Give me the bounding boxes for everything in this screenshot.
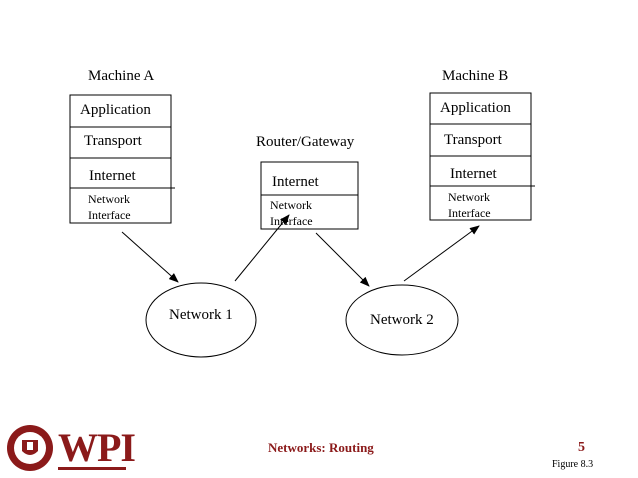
machine-b-ni-line1: Network [448, 190, 490, 204]
figure-label: Figure 8.3 [552, 459, 594, 470]
machine-b-internet-label: Internet [450, 166, 497, 182]
arrow-machine-a-to-network-1 [121, 231, 179, 283]
machine-a-internet-label: Internet [89, 168, 136, 184]
machine-b-ni-line2: Interface [448, 206, 491, 220]
network-1-label: Network 1 [169, 307, 233, 323]
wpi-logo-text: WPI [58, 425, 136, 470]
arrow-network-2-to-machine-b [403, 225, 480, 282]
machine-a-title: Machine A [88, 68, 155, 84]
machine-a-network-interface-label: Network Interface [88, 191, 131, 223]
machine-b-network-interface-label: Network Interface [448, 189, 491, 221]
arrow-router-to-network-2 [315, 232, 370, 287]
machine-a-application-label: Application [80, 102, 151, 118]
network-1-ellipse [145, 282, 257, 358]
machine-a-ni-line2: Interface [88, 208, 131, 222]
router-internet-label: Internet [272, 174, 319, 190]
router-stack [260, 161, 359, 230]
arrow-network-1-to-router [234, 214, 290, 282]
router-ni-line1: Network [270, 198, 312, 212]
wpi-seal-icon [6, 424, 54, 472]
machine-b-application-label: Application [440, 100, 511, 116]
machine-a-box [69, 94, 172, 224]
router-ni-line2: Interface [270, 214, 313, 228]
machine-a-ni-line1: Network [88, 192, 130, 206]
machine-b-stack [429, 92, 535, 221]
footer-title: Networks: Routing [268, 440, 374, 455]
machine-a-transport-label: Transport [84, 133, 142, 149]
router-title: Router/Gateway [256, 134, 355, 150]
machine-b-transport-label: Transport [444, 132, 502, 148]
router-network-interface-label: Network Interface [270, 197, 313, 229]
network-2-label: Network 2 [370, 312, 434, 328]
wpi-logo-underline [58, 467, 126, 470]
page-number: 5 [578, 440, 585, 455]
machine-b-title: Machine B [442, 68, 509, 84]
network-2-ellipse [345, 284, 459, 356]
machine-a-stack [69, 94, 175, 224]
